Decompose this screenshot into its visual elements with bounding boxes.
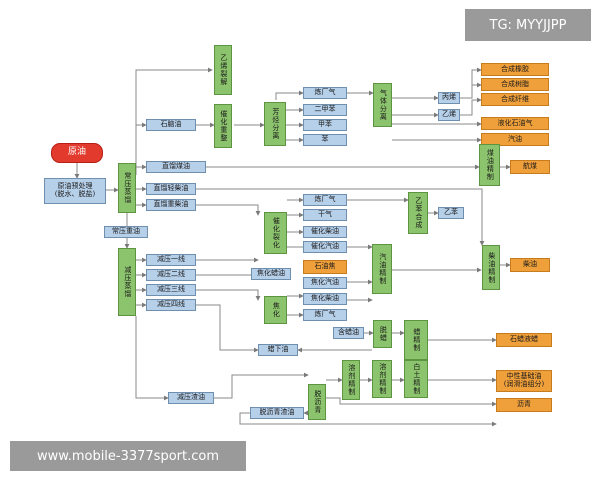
coker-gasoline-box: 焦化汽油	[303, 277, 347, 289]
gasoline-refining-box: 汽油精制	[372, 244, 392, 294]
paraffin-product-box: 石蜡液蜡	[496, 333, 552, 347]
ethylbenzene-synthesis-box: 乙苯合成	[408, 192, 428, 234]
gas-separation-box: 气体分离	[373, 83, 392, 127]
refinery-gas-box-1: 炼厂气	[303, 87, 347, 99]
ethylene-cracking-box: 乙烯裂解	[214, 45, 232, 95]
top-watermark: TG: MYYJJPP	[465, 9, 591, 41]
synthetic-resin-box: 合成树脂	[481, 78, 549, 91]
straight-heavy-diesel-box: 直馏重柴油	[146, 199, 196, 211]
bottom-watermark: www.mobile-3377sport.com	[10, 441, 246, 471]
straight-light-diesel-box: 直馏轻柴油	[146, 183, 196, 195]
wax-refining-box: 蜡精制	[404, 320, 428, 360]
pretreatment-box: 原油预处理 (脱水、脱盐)	[44, 178, 106, 204]
straight-kerosene-box: 直馏煤油	[146, 161, 206, 173]
coker-diesel-box: 焦化柴油	[303, 293, 347, 305]
reformer-naphtha-box: 石脑油	[146, 119, 196, 131]
atmospheric-residue-box: 常压重油	[104, 226, 148, 238]
propylene-box: 丙烯	[438, 92, 460, 104]
catalytic-reforming-box: 催化重整	[214, 104, 232, 148]
clay-refining-box: 白土精制	[404, 360, 428, 398]
diesel-refining-box: 柴油精制	[482, 245, 500, 290]
synthetic-fiber-box: 合成纤维	[481, 93, 549, 106]
gasoline-product-box: 汽油	[481, 133, 549, 146]
vacuum-cut-4-box: 减压四线	[146, 299, 196, 311]
atmospheric-tower-box: 常压蒸馏	[118, 163, 136, 213]
catalytic-diesel-box: 催化柴油	[303, 226, 347, 238]
coker-wax-oil-box: 焦化蜡油	[251, 268, 291, 280]
vacuum-cut-1-box: 减压一线	[146, 254, 196, 266]
coking-box: 焦化	[264, 296, 287, 324]
catalytic-cracking-box: 催化裂化	[264, 212, 287, 254]
propane-deasphalting-box: 脱沥青	[308, 384, 326, 420]
aromatics-separation-box: 芳烃分离	[264, 102, 286, 146]
refinery-gas-box-2: 炼厂气	[303, 194, 347, 206]
vacuum-cut-3-box: 减压三线	[146, 284, 196, 296]
petroleum-coke-box: 石油焦	[303, 260, 347, 274]
crude-oil-start: 原油	[51, 143, 103, 163]
jet-fuel-box: 航煤	[510, 160, 550, 174]
vacuum-cut-2-box: 减压二线	[146, 269, 196, 281]
asphalt-product-box: 沥青	[496, 398, 552, 412]
dewaxing-box: 脱蜡	[373, 320, 392, 348]
synthetic-rubber-box: 合成橡胶	[481, 63, 549, 76]
solvent-refining-box-1: 溶剂精制	[342, 360, 360, 400]
dewaxed-oil-box: 蜡下油	[258, 344, 298, 356]
refinery-gas-box-3: 炼厂气	[303, 309, 347, 321]
waxy-oil-box: 含蜡油	[333, 327, 364, 339]
dry-gas-box: 干气	[303, 209, 347, 221]
toluene-box: 甲苯	[303, 119, 347, 131]
deasphalted-residue-box: 脱沥青渣油	[250, 407, 304, 419]
diesel-product-box: 柴油	[510, 258, 550, 272]
ethylene-box: 乙烯	[438, 109, 460, 121]
vacuum-tower-box: 减压蒸馏	[118, 248, 136, 316]
catalytic-gasoline-box: 催化汽油	[303, 241, 347, 253]
kerosene-refining-box: 煤油精制	[479, 144, 500, 186]
xylene-box: 二甲苯	[303, 104, 347, 116]
benzene-box: 苯	[303, 134, 347, 146]
lpg-box: 液化石油气	[481, 117, 549, 130]
solvent-refining-box-2: 溶剂精制	[372, 360, 392, 398]
ethylbenzene-box: 乙苯	[438, 207, 464, 219]
vacuum-residue-box: 减压渣油	[168, 392, 214, 404]
lube-base-oil-box: 中性基础油 (润滑油组分)	[496, 370, 552, 392]
